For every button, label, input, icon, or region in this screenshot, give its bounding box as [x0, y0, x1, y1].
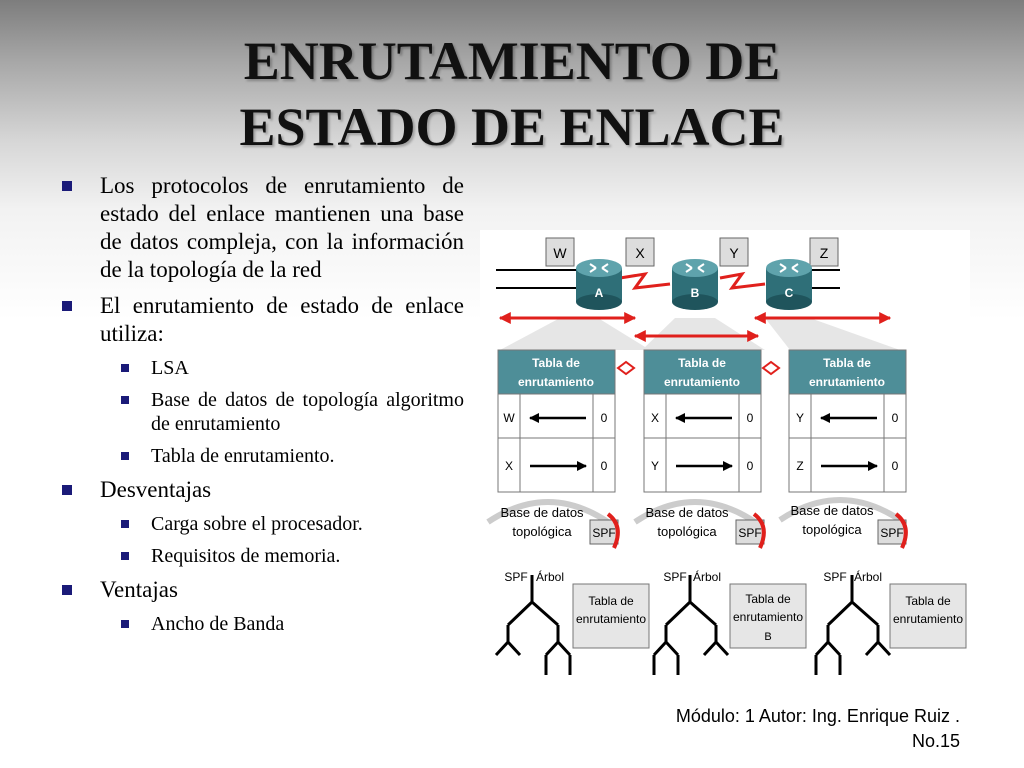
tree-c-arbol-label: Árbol	[854, 569, 882, 584]
sub-bullet-bandwidth: Ancho de Banda	[107, 612, 464, 636]
lower-table-c-line-1: Tabla de	[905, 594, 951, 608]
footer-author: Módulo: 1 Autor: Ing. Enrique Ruiz .	[675, 706, 960, 726]
table-c-header-1: Tabla de	[823, 356, 871, 370]
topology-db-c-line-2: topológica	[802, 522, 862, 537]
topology-db-a-line-1: Base de datos	[500, 505, 584, 520]
table-a-row-1-dest: W	[503, 411, 515, 425]
topology-db-c: Base de datos topológica SPF	[778, 497, 908, 549]
lower-table-b-extra: B	[764, 631, 771, 643]
table-c-row-1-dest: Y	[796, 411, 804, 425]
tree-a-arbol-label: Árbol	[536, 569, 564, 584]
sub-bullet-cpu-load: Carga sobre el procesador.	[107, 512, 464, 536]
spf-c-label: SPF	[880, 526, 903, 540]
bullet-list: Los protocolos de enrutamiento de estado…	[62, 172, 464, 644]
table-c-row-1-cost: 0	[892, 411, 899, 425]
table-b-row-2-dest: Y	[651, 459, 659, 473]
lower-table-a: Tabla de enrutamiento	[572, 583, 650, 649]
topology-db-b-line-2: topológica	[657, 524, 717, 539]
lower-table-c-line-2: enrutamiento	[893, 612, 963, 626]
table-b-row-2-cost: 0	[747, 459, 754, 473]
network-z-label: Z	[820, 245, 829, 261]
bullet-1: Los protocolos de enrutamiento de estado…	[62, 172, 464, 284]
routing-table-a: Tabla de enrutamiento W 0 X 0	[497, 349, 616, 493]
network-w-box: W	[545, 237, 575, 267]
topology-db-a-line-2: topológica	[512, 524, 572, 539]
topology-db-b-line-1: Base de datos	[645, 505, 729, 520]
table-c-row-2-cost: 0	[892, 459, 899, 473]
routing-table-b: Tabla de enrutamiento X 0 Y 0	[643, 349, 762, 493]
router-a-icon: A	[576, 259, 622, 310]
lower-table-b-line-1: Tabla de	[745, 592, 791, 606]
lower-table-a-line-2: enrutamiento	[576, 612, 646, 626]
table-a-row-1-cost: 0	[601, 411, 608, 425]
bullet-disadvantages: Desventajas	[62, 476, 464, 504]
tree-a-spf-label: SPF	[504, 570, 527, 584]
table-b-row-1-dest: X	[651, 411, 659, 425]
bullet-advantages: Ventajas	[62, 576, 464, 604]
topology-db-c-line-1: Base de datos	[790, 503, 874, 518]
table-b-header-2: enrutamiento	[664, 375, 740, 389]
router-a-label: A	[595, 286, 604, 300]
table-a-header-1: Tabla de	[532, 356, 580, 370]
spf-tree-c: SPF Árbol	[814, 569, 892, 675]
network-w-label: W	[553, 245, 567, 261]
topology-db-a: Base de datos topológica SPF	[486, 499, 620, 549]
table-a-row-2-cost: 0	[601, 459, 608, 473]
tree-b-arbol-label: Árbol	[693, 569, 721, 584]
topology-db-b: Base de datos topológica SPF	[633, 499, 766, 549]
footer-slide-number: No.15	[911, 731, 960, 751]
router-c-label: C	[785, 286, 794, 300]
network-x-box: X	[625, 237, 655, 267]
sub-bullet-topology-db: Base de datos de topología algoritmo de …	[107, 388, 464, 436]
bullet-2: El enrutamiento de estado de enlace util…	[62, 292, 464, 348]
lower-table-b-line-2: enrutamiento	[733, 610, 803, 624]
table-c-row-2-dest: Z	[796, 459, 803, 473]
spf-b-label: SPF	[738, 526, 761, 540]
network-x-label: X	[635, 245, 645, 261]
network-z-box: Z	[809, 237, 839, 267]
network-y-box: Y	[719, 237, 749, 267]
network-y-label: Y	[729, 245, 739, 261]
table-a-header-2: enrutamiento	[518, 375, 594, 389]
slide-title: ENRUTAMIENTO DE ESTADO DE ENLACE	[0, 28, 1024, 160]
tree-b-spf-label: SPF	[663, 570, 686, 584]
lower-table-a-line-1: Tabla de	[588, 594, 634, 608]
routing-table-c: Tabla de enrutamiento Y 0 Z 0	[788, 349, 907, 493]
table-b-header-1: Tabla de	[678, 356, 726, 370]
slide-footer: Módulo: 1 Autor: Ing. Enrique Ruiz . No.…	[676, 704, 960, 754]
spf-tree-b: SPF Árbol	[652, 569, 730, 675]
link-state-diagram: W X Y Z A B C Tabla	[480, 230, 970, 685]
table-c-header-2: enrutamiento	[809, 375, 885, 389]
sub-bullet-lsa: LSA	[107, 356, 464, 380]
spf-tree-a: SPF Árbol	[494, 569, 572, 675]
router-c-icon: C	[766, 259, 812, 310]
table-a-row-2-dest: X	[505, 459, 513, 473]
title-line-2: ESTADO DE ENLACE	[239, 97, 785, 157]
sub-bullet-routing-table: Tabla de enrutamiento.	[107, 444, 464, 468]
table-b-row-1-cost: 0	[747, 411, 754, 425]
lower-table-b: Tabla de enrutamiento B	[729, 583, 807, 649]
router-b-label: B	[691, 286, 700, 300]
tree-c-spf-label: SPF	[823, 570, 846, 584]
sub-bullet-memory: Requisitos de memoria.	[107, 544, 464, 568]
router-b-icon: B	[672, 259, 718, 310]
title-line-1: ENRUTAMIENTO DE	[243, 31, 781, 91]
spf-a-label: SPF	[592, 526, 615, 540]
lower-table-c: Tabla de enrutamiento	[889, 583, 967, 649]
